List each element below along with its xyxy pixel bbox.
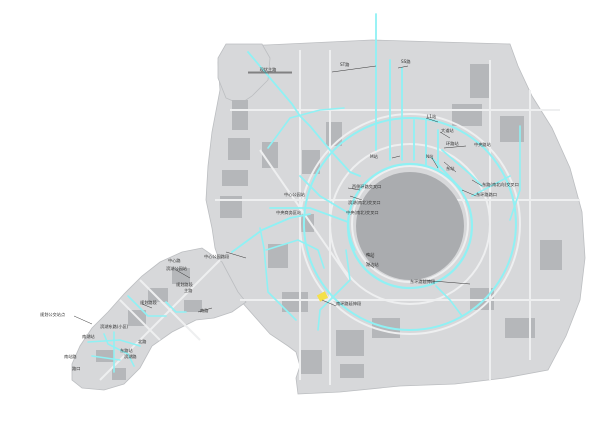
label-west-2: 规划路段 xyxy=(140,299,158,306)
label-ring-w-3: 西侧环路交叉口 xyxy=(352,183,381,190)
label-ring-n-6: N站 xyxy=(426,153,433,160)
label-ring-w-1: 中心公园站 xyxy=(284,191,305,198)
label-north-b: SS路 xyxy=(401,58,411,65)
label-mid-2: 中心路 xyxy=(168,257,181,264)
label-ring-n-3: 环路站 xyxy=(446,140,459,147)
road-network xyxy=(99,50,580,385)
label-mid-3: 滨湖公园站 xyxy=(166,265,187,272)
land-southwest-strip xyxy=(71,247,247,391)
label-center-1: 滨湖(南北)交叉口 xyxy=(348,199,381,206)
label-west-4: 主路 xyxy=(184,287,193,294)
label-mid-1: 中心公园路段 xyxy=(204,253,230,260)
label-ring-s-2: 湖边站 xyxy=(366,261,379,268)
label-ring-n-2: 大道站 xyxy=(441,127,454,134)
label-ring-e-3: 东环路延伸段 xyxy=(410,278,436,285)
label-ring-e-2: 东环路路口 xyxy=(476,191,497,198)
label-tail-2: 北路 xyxy=(138,338,147,345)
label-north-road: 现状主路 xyxy=(260,66,278,73)
label-tail-3: 东路站 xyxy=(120,347,133,354)
label-tail-1: 南湖站 xyxy=(82,333,95,340)
label-sw-1: 规划公交站点 xyxy=(40,311,65,318)
label-ring-w-2: 中央商务区站 xyxy=(276,209,301,216)
label-tail-5: 滨湖路 xyxy=(124,353,137,360)
label-tail-6: 路口 xyxy=(72,365,80,372)
map-labels: 现状主路 ST路 SS路 L1站 大道站 环路站 中央路站 M站 N站 东站 东… xyxy=(40,58,519,372)
leader-lines xyxy=(73,65,483,325)
label-ring-n-1: L1站 xyxy=(427,113,436,120)
label-ring-n-7: 东站 xyxy=(446,165,454,172)
central-lake xyxy=(356,172,464,280)
label-ring-n-4: 中央路站 xyxy=(474,141,491,148)
label-ring-s-1: 南站 xyxy=(366,251,374,258)
location-marker xyxy=(316,291,329,302)
label-west-1: 规划路段 xyxy=(176,281,194,288)
label-tail-4: 南站路 xyxy=(64,353,77,360)
label-sw-2: 滨湖东路(小区) xyxy=(100,323,129,330)
label-center-2: 中央(南北)交叉口 xyxy=(346,209,379,216)
label-ring-n-5: M站 xyxy=(370,153,378,160)
label-ring-e-1: 东路(南北向)交叉口 xyxy=(482,181,519,188)
label-north-a: ST路 xyxy=(340,61,350,68)
label-west-3: 南路 xyxy=(200,307,209,314)
label-ring-s-3: 南环路延伸段 xyxy=(336,300,362,307)
highlighted-routes xyxy=(87,13,521,373)
